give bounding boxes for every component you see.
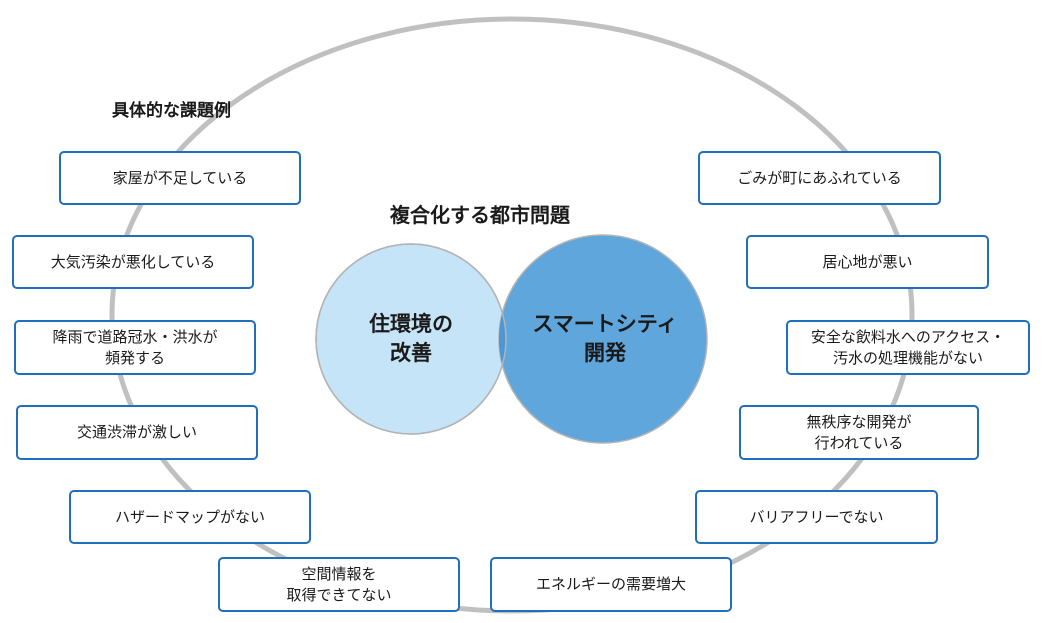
- issue-disorderly-development: 無秩序な開発が 行われている: [739, 405, 979, 460]
- smart-city-label: スマートシティ 開発: [515, 296, 695, 382]
- issue-traffic-congestion: 交通渋滞が激しい: [16, 405, 258, 460]
- living-environment-label-line2: 改善: [390, 341, 432, 365]
- issue-garbage: ごみが町にあふれている: [698, 151, 941, 205]
- issue-not-barrier-free: バリアフリーでない: [695, 490, 938, 544]
- issue-no-hazard-map: ハザードマップがない: [69, 490, 311, 544]
- examples-heading: 具体的な課題例: [112, 101, 231, 121]
- diagram-title: 複合化する都市問題: [390, 203, 570, 227]
- issue-energy-demand: エネルギーの需要増大: [490, 557, 732, 612]
- issue-no-spatial-info: 空間情報を 取得できてない: [218, 557, 460, 612]
- issue-housing-shortage: 家屋が不足している: [59, 151, 301, 205]
- issue-water-access: 安全な飲料水へのアクセス・ 汚水の処理機能がない: [786, 320, 1030, 375]
- issue-flooding: 降雨で道路冠水・洪水が 頻発する: [14, 320, 256, 375]
- smart-city-label-line1: スマートシティ: [532, 311, 678, 336]
- issue-air-pollution: 大気汚染が悪化している: [12, 235, 254, 289]
- living-environment-label-line1: 住環境の: [369, 311, 453, 336]
- issue-uncomfortable: 居心地が悪い: [746, 235, 989, 289]
- smart-city-label-line2: 開発: [583, 341, 626, 365]
- living-environment-label: 住環境の 改善: [331, 296, 491, 382]
